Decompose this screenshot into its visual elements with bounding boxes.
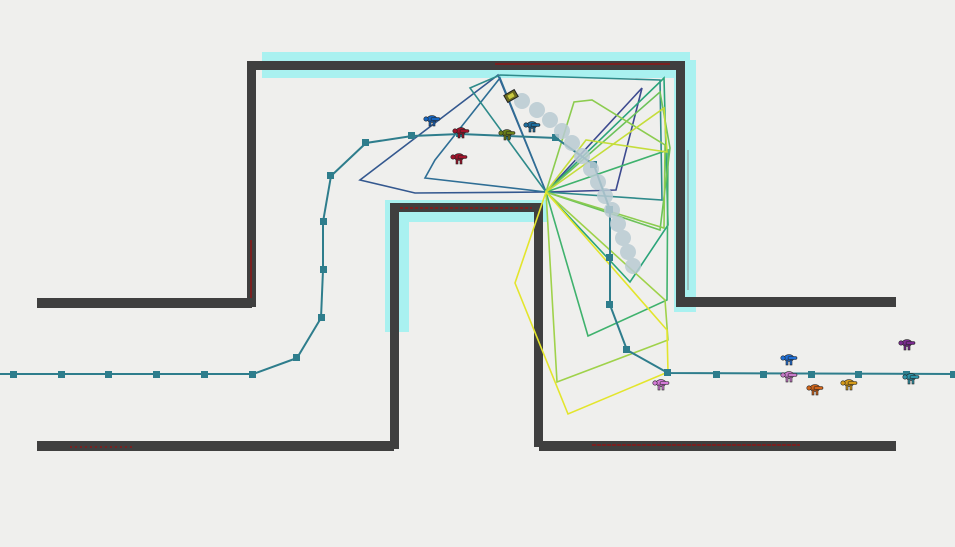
wall-right-vertical — [676, 61, 685, 307]
pedestrian-agent-orange — [806, 384, 824, 396]
fov-8 — [544, 99, 666, 230]
fov-9 — [545, 190, 669, 384]
fov-3 — [423, 76, 548, 193]
path-line — [0, 132, 955, 375]
pedestrian-agent-teal-1 — [523, 121, 541, 133]
pedestrians — [423, 115, 920, 396]
fov-11 — [514, 190, 669, 416]
wall-right-corridor-top — [680, 297, 896, 307]
wall-top — [247, 61, 685, 70]
fov-1 — [544, 87, 643, 193]
fov-10 — [545, 106, 668, 193]
wall-markings — [70, 63, 800, 448]
path-waypoints — [10, 130, 955, 378]
pedestrian-agent-pink-1 — [652, 379, 670, 391]
wall-left-corridor-bottom — [37, 441, 394, 451]
fov-6 — [545, 148, 669, 338]
robot-trail — [514, 93, 641, 274]
wall-upper-left-vertical — [247, 61, 256, 307]
robot-icon — [503, 88, 519, 104]
pedestrian-agent-red-2 — [450, 153, 468, 165]
fov-4 — [468, 74, 663, 201]
pedestrian-agent-blue-2 — [780, 354, 798, 366]
wall-left-corridor-top — [37, 298, 252, 308]
pedestrian-agent-purple — [898, 339, 916, 351]
planned-path — [0, 130, 955, 378]
wall-inner-left-vertical — [390, 203, 399, 449]
pedestrian-agent-teal-2 — [902, 373, 920, 385]
wall-inner-right-vertical — [534, 203, 543, 447]
pedestrian-agent-amber — [840, 379, 858, 391]
